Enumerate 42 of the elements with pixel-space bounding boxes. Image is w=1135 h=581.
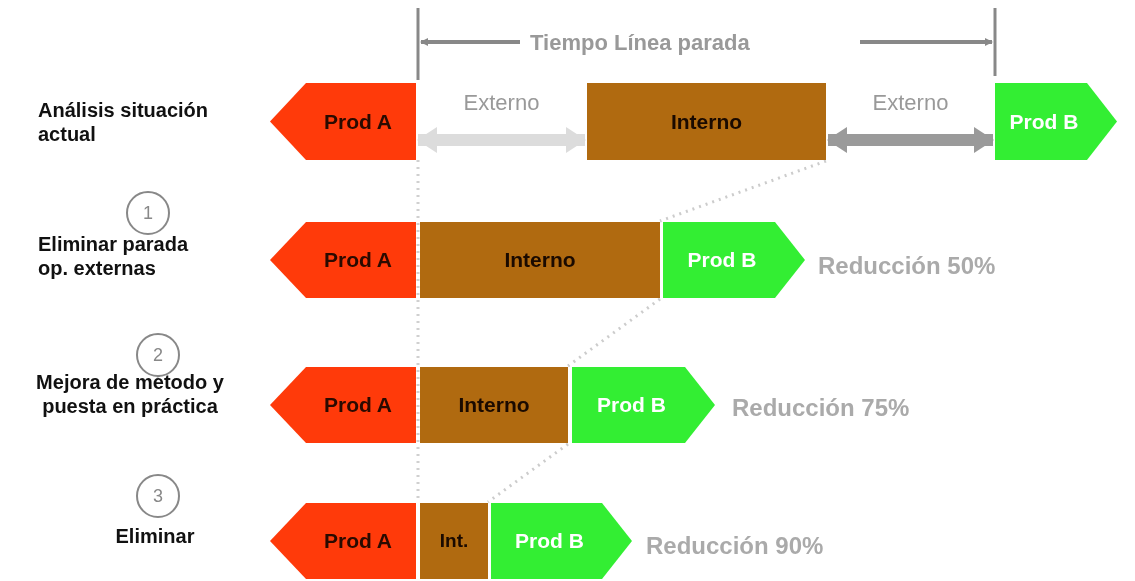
- product-pentagon: [270, 367, 416, 443]
- product-pentagon: [663, 222, 805, 298]
- step-number: 2: [153, 344, 163, 366]
- shape-label: Interno: [458, 393, 530, 417]
- product-pentagon: [491, 503, 632, 579]
- reduction-note: Reducción 50%: [818, 252, 996, 280]
- process-box: [420, 222, 660, 298]
- shape-label: Int.: [439, 530, 469, 552]
- reduction-note: Reducción 90%: [646, 532, 824, 560]
- shape-label: Prod A: [323, 529, 393, 553]
- shape-label: Prod B: [515, 529, 584, 553]
- double-arrow: [827, 127, 994, 153]
- product-pentagon: [270, 503, 416, 579]
- process-box: [420, 503, 488, 579]
- shape-label: Prod A: [323, 393, 393, 417]
- shape-label: Prod B: [687, 248, 757, 272]
- step-circle: [136, 474, 180, 518]
- product-pentagon: [270, 83, 416, 160]
- projection-line: [567, 297, 661, 368]
- shape-label: Prod B: [1009, 109, 1079, 134]
- projection-line: [659, 159, 827, 223]
- step-title: Mejora de método y puesta en práctica: [35, 370, 225, 418]
- shape-label: Prod A: [323, 109, 393, 134]
- product-pentagon: [995, 83, 1117, 160]
- shape-label: Prod B: [597, 393, 666, 417]
- step-title: Análisis situación actual: [38, 98, 210, 146]
- double-arrow: [417, 127, 586, 153]
- process-box: [587, 83, 826, 160]
- shape-label: Interno: [504, 248, 576, 272]
- step-title: Eliminar parada op. externas: [38, 232, 190, 280]
- product-pentagon: [572, 367, 715, 443]
- dimension-label: Tiempo Línea parada: [530, 30, 750, 56]
- step-number: 1: [143, 202, 153, 224]
- projection-line: [487, 442, 569, 504]
- process-box: [420, 367, 568, 443]
- reduction-note: Reducción 75%: [732, 394, 910, 422]
- shape-label: Interno: [670, 109, 743, 134]
- step-title: Eliminar: [114, 524, 196, 548]
- product-pentagon: [270, 222, 416, 298]
- shape-label: Prod A: [323, 248, 393, 272]
- step-circle: [126, 191, 170, 235]
- step-number: 3: [153, 485, 163, 507]
